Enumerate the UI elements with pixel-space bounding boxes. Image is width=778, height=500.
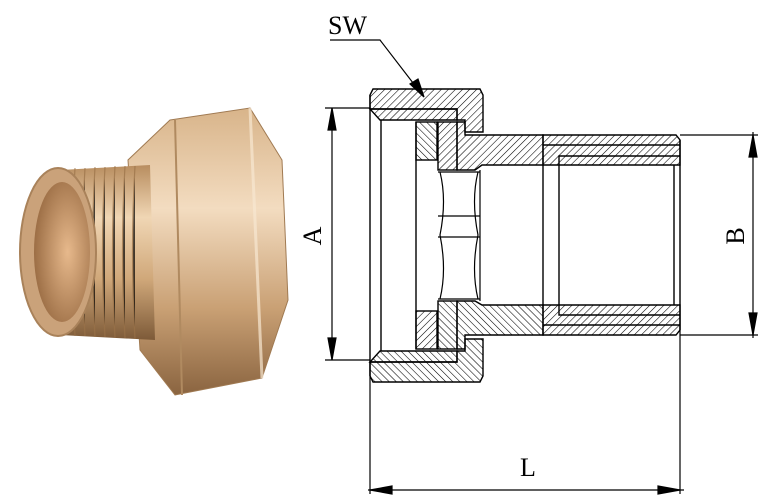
pipe-wall-top bbox=[542, 134, 681, 166]
ring-top bbox=[437, 121, 458, 171]
thread-line bbox=[558, 305, 680, 316]
pipe-wall-bottom bbox=[542, 304, 681, 336]
ring-bottom bbox=[437, 300, 458, 350]
label-l: L bbox=[520, 453, 536, 482]
dimension-b bbox=[680, 132, 758, 338]
hex-edge bbox=[174, 119, 183, 396]
filter-screen bbox=[438, 170, 481, 301]
nut-thread-top bbox=[368, 108, 458, 121]
label-sw: SW bbox=[328, 11, 367, 40]
dimension-a bbox=[325, 107, 370, 361]
hex-edge bbox=[248, 107, 264, 379]
thread-line bbox=[558, 155, 680, 165]
cross-section-drawing bbox=[325, 39, 758, 495]
gasket-bottom bbox=[415, 310, 438, 350]
fitting-photo bbox=[19, 107, 289, 396]
gasket-top bbox=[415, 121, 438, 161]
label-b: B bbox=[721, 227, 750, 244]
nut-thread-bottom bbox=[368, 350, 458, 363]
pipe-bore bbox=[34, 182, 90, 322]
label-a: A bbox=[298, 226, 327, 245]
sw-leader bbox=[330, 39, 425, 98]
dimension-l bbox=[368, 330, 684, 495]
